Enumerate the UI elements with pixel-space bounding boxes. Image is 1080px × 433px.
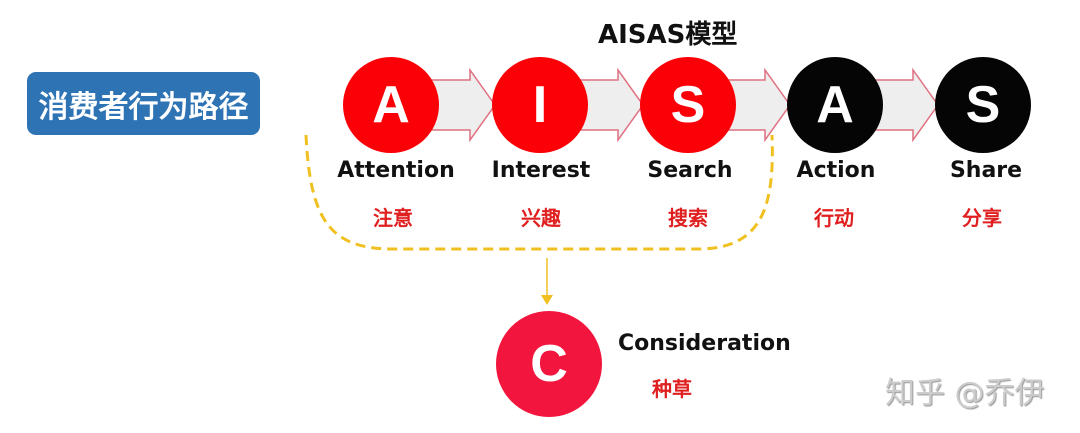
stage-circle-action: A xyxy=(787,57,883,153)
arrow-4 xyxy=(872,67,939,143)
diagram-title: AISAS模型 xyxy=(598,20,738,50)
arrow-3 xyxy=(724,67,791,143)
consumer-path-badge: 消费者行为路径 xyxy=(27,72,260,135)
stage-zh-attention: 注意 xyxy=(373,206,413,230)
stage-zh-share: 分享 xyxy=(962,206,1002,230)
stage-label-interest: Interest xyxy=(491,158,591,183)
stage-zh-interest: 兴趣 xyxy=(521,206,561,230)
dashed-group-curve xyxy=(304,134,774,251)
arrow-1 xyxy=(429,67,496,143)
stage-circle-attention: A xyxy=(343,57,439,153)
stage-circle-interest: I xyxy=(492,57,588,153)
consideration-circle: C xyxy=(496,311,602,417)
consideration-zh: 种草 xyxy=(652,377,692,401)
stage-circle-search: S xyxy=(640,57,736,153)
stage-label-attention: Attention xyxy=(337,158,455,183)
stage-zh-action: 行动 xyxy=(814,206,854,230)
stage-circle-share: S xyxy=(935,57,1031,153)
arrow-2 xyxy=(577,67,644,143)
arrow-down-icon xyxy=(541,295,553,305)
stage-label-action: Action xyxy=(796,158,876,183)
watermark: 知乎 @乔伊 xyxy=(885,376,1045,411)
stage-zh-search: 搜索 xyxy=(668,206,708,230)
stage-label-share: Share xyxy=(949,158,1023,183)
stage-label-search: Search xyxy=(647,158,733,183)
consideration-label: Consideration xyxy=(618,331,791,356)
